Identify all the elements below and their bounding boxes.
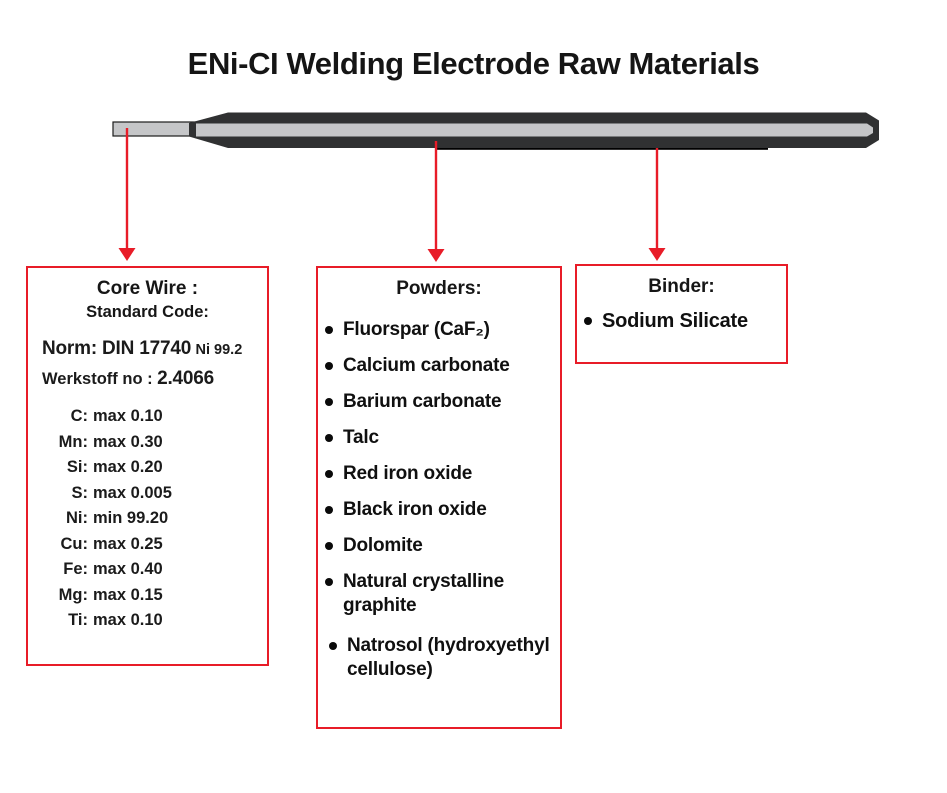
composition-value: max 0.30 (93, 432, 163, 451)
binder-list: Sodium Silicate (577, 298, 786, 333)
list-item: Red iron oxide (325, 462, 554, 486)
composition-table: C: max 0.10 Mn: max 0.30 Si: max 0.20 S:… (40, 404, 267, 634)
composition-element: Ti: (68, 611, 88, 629)
composition-value: max 0.005 (93, 483, 172, 502)
list-item: Talc (325, 426, 554, 450)
electrode-bare-core-wire (112, 121, 198, 137)
core-wire-heading: Core Wire : (96, 278, 199, 299)
binder-box: Binder: Sodium Silicate (575, 264, 788, 364)
composition-value: max 0.40 (93, 560, 163, 578)
powder-item-label: Talc (343, 427, 379, 448)
arrow-head-icon (427, 249, 445, 262)
powders-box: Powders: Fluorspar (CaF₂) Calcium carbon… (316, 266, 562, 729)
arrow-head-icon (648, 248, 666, 261)
composition-element: Cu: (60, 534, 89, 553)
composition-value: max 0.20 (93, 458, 163, 476)
composition-element: Si: (66, 458, 88, 476)
bullet-icon (325, 506, 333, 514)
composition-element: Fe: (63, 560, 88, 578)
bullet-icon (325, 398, 333, 406)
composition-element: Ni: (66, 509, 88, 527)
composition-element: Mn: (58, 432, 88, 451)
norm-line: Norm: DIN 17740 Ni 99.2 (42, 338, 267, 360)
composition-element: S: (71, 483, 89, 502)
list-item: Natrosol (hydroxyethyl cellulose) (325, 634, 554, 682)
core-wire-box: Core Wire : Standard Code: Norm: DIN 177… (26, 266, 269, 666)
list-item: Black iron oxide (325, 498, 554, 522)
electrode-shadow-line (436, 148, 768, 150)
powder-item-label: Natural crystalline graphite (343, 571, 504, 616)
powder-item-label: Black iron oxide (343, 499, 487, 520)
powder-item-label: Red iron oxide (343, 463, 473, 484)
list-item: Sodium Silicate (584, 309, 780, 333)
bullet-icon (325, 434, 333, 442)
composition-value: max 0.10 (93, 611, 163, 629)
list-item: Fluorspar (CaF₂) (325, 318, 554, 342)
werkstoff-line: Werkstoff no : 2.4066 (42, 368, 267, 390)
page-title: ENi-CI Welding Electrode Raw Materials (187, 46, 760, 81)
list-item: Barium carbonate (325, 390, 554, 414)
arrow-head-icon (118, 248, 136, 261)
bullet-icon (325, 578, 333, 586)
arrow-powders (427, 141, 445, 262)
composition-value: max 0.10 (93, 407, 163, 425)
bullet-icon (584, 317, 592, 325)
list-item: Dolomite (325, 534, 554, 558)
powder-item-label: Natrosol (hydroxyethyl cellulose) (347, 635, 550, 680)
bullet-icon (329, 642, 337, 650)
electrode-core-stripe (196, 123, 873, 137)
standard-code-label: Standard Code: (86, 303, 209, 321)
arrow-core-wire (118, 128, 136, 261)
composition-value: max 0.15 (93, 585, 163, 604)
powder-item-label: Dolomite (343, 535, 423, 556)
bullet-icon (325, 362, 333, 370)
bullet-icon (325, 542, 333, 550)
binder-item-label: Sodium Silicate (602, 310, 748, 332)
composition-value: min 99.20 (93, 509, 169, 527)
werkstoff-label: Werkstoff no : (42, 370, 153, 388)
arrow-binder (648, 148, 666, 261)
welding-electrode-illustration (112, 112, 879, 262)
binder-heading: Binder: (648, 276, 715, 297)
norm-label: Norm: DIN 17740 (42, 338, 192, 359)
norm-grade: Ni 99.2 (195, 342, 243, 358)
composition-value: max 0.25 (93, 534, 163, 553)
powder-item-label: Barium carbonate (343, 391, 502, 412)
list-item: Natural crystalline graphite (325, 570, 554, 618)
composition-element: Mg: (58, 585, 88, 604)
powder-item-label: Calcium carbonate (343, 355, 510, 376)
bullet-icon (325, 470, 333, 478)
powder-item-label: Fluorspar (CaF₂) (343, 319, 490, 340)
bullet-icon (325, 326, 333, 334)
werkstoff-value: 2.4066 (157, 368, 214, 389)
list-item: Calcium carbonate (325, 354, 554, 378)
powders-list: Fluorspar (CaF₂) Calcium carbonate Bariu… (318, 316, 560, 682)
powders-heading: Powders: (396, 278, 482, 299)
composition-element: C: (70, 407, 88, 425)
